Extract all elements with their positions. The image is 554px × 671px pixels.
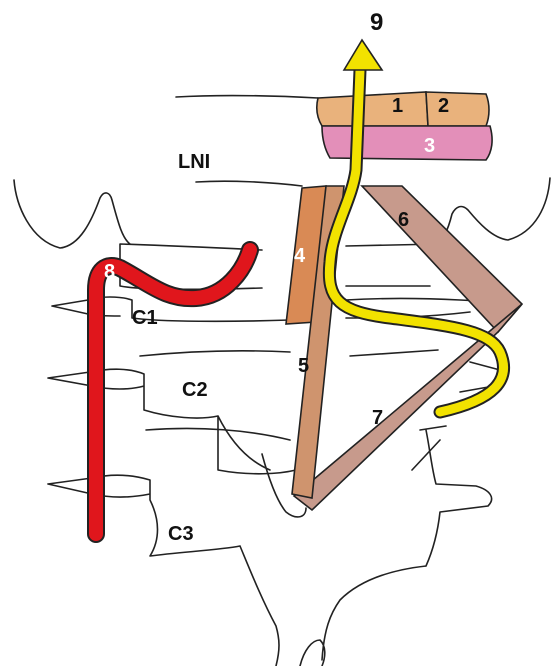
label-lni: LNI [178, 151, 210, 173]
muscle-1 [317, 92, 428, 126]
nerve-arrow-icon [344, 40, 382, 70]
c3-right [300, 430, 492, 666]
label-5: 5 [298, 355, 309, 377]
occipital-contour [176, 95, 318, 98]
label-c3: C3 [168, 523, 194, 545]
label-2: 2 [438, 95, 449, 117]
artery-8-fill [96, 250, 250, 534]
skull-base-outline [14, 180, 130, 248]
label-c1: C1 [132, 307, 158, 329]
label-3: 3 [424, 135, 435, 157]
label-9: 9 [370, 9, 383, 36]
muscle-2 [426, 92, 489, 126]
label-c2: C2 [182, 379, 208, 401]
lni-line [196, 181, 302, 186]
label-7: 7 [372, 407, 383, 429]
muscle-6 [362, 186, 522, 332]
muscle-3 [322, 126, 492, 160]
c3-vertebra [48, 428, 290, 666]
label-6: 6 [398, 209, 409, 231]
label-4: 4 [294, 245, 306, 267]
c2-vertebra [48, 351, 296, 474]
label-8: 8 [104, 261, 115, 283]
label-1: 1 [392, 95, 403, 117]
